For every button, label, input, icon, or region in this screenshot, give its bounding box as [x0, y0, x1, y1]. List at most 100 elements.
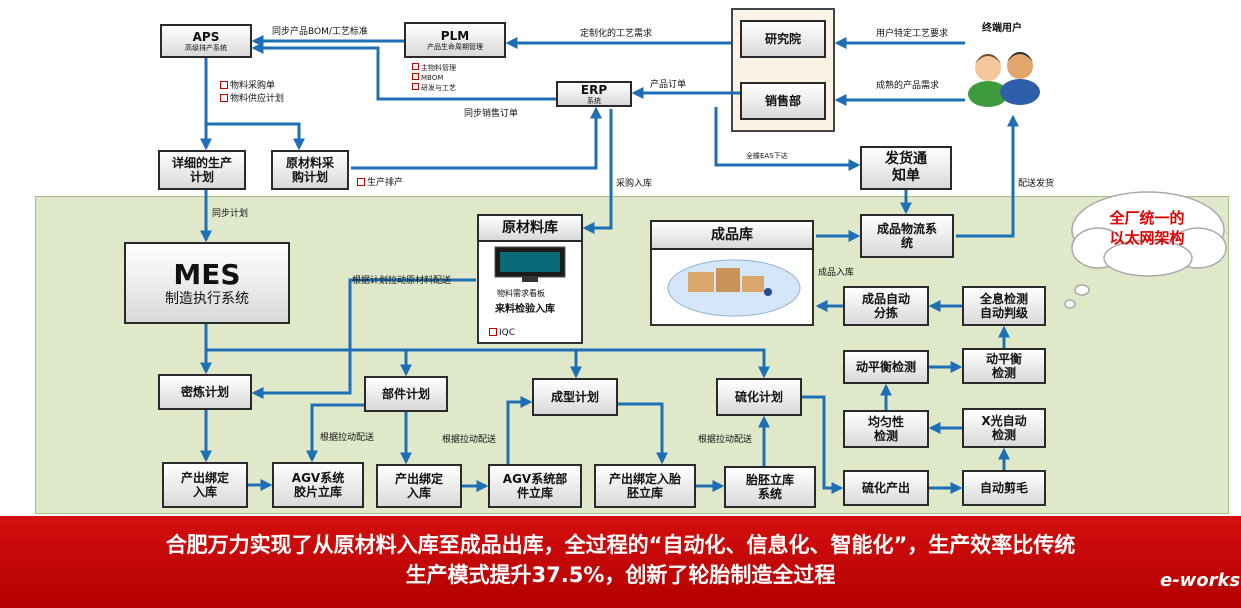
arrow-logistics-user: [956, 114, 1019, 238]
erp-box: ERP 系统: [556, 81, 632, 107]
label-user-process: 用户特定工艺要求: [876, 29, 949, 39]
delivery-notice-line: 知单: [892, 168, 920, 184]
raw-purchase-line: 购计划: [291, 170, 328, 184]
auto-trim-label: 自动剪毛: [979, 480, 1028, 495]
yanjiuyuan-box: 研究院: [740, 20, 826, 58]
agv-2-line: AGV系统部: [502, 471, 568, 486]
arrow-agv2-forming: [506, 396, 533, 464]
plm-item: 主物料管理: [412, 63, 456, 73]
iqc-label: IQC: [489, 328, 515, 338]
raw-purchase-line: 原材料采: [285, 155, 334, 170]
mes-sub: 制造执行系统: [165, 291, 249, 308]
raw-purchase-box: 原材料采 购计划: [271, 150, 349, 190]
out-bind-1-line: 产出绑定: [180, 470, 229, 485]
dyn-balance-line: 检测: [991, 366, 1016, 380]
label-product-order: 产品订单: [650, 80, 687, 90]
auto-sort-box: 成品自动 分拣: [843, 286, 929, 326]
arrow-aps-raw: [206, 122, 305, 151]
mes-box: MES 制造执行系统: [124, 242, 290, 324]
full-inspect-line: 自动判级: [979, 306, 1028, 320]
blank-store-line: 系统: [757, 487, 782, 501]
logistics-line: 统: [900, 236, 913, 250]
blank-store-line: 胎胚立库: [745, 472, 794, 487]
label-production-schedule: 生产排产: [357, 178, 403, 188]
xiaoshoubu-box: 销售部: [740, 82, 826, 120]
plm-box: PLM 产品生命周期管理: [404, 22, 506, 58]
arrow-forming-out3: [618, 402, 668, 465]
curing-plan-label: 硫化计划: [734, 389, 783, 404]
cure-output-box: 硫化产出: [843, 470, 929, 506]
logistics-box: 成品物流系 统: [860, 214, 954, 258]
raw-warehouse-title: 原材料库: [502, 219, 558, 236]
label-material-order: 物料采购单: [220, 81, 275, 91]
aps-sub: 高级排产系统: [185, 44, 227, 52]
label-purchase-in: 采购入库: [616, 179, 653, 189]
uniformity-line: 均匀性: [867, 414, 904, 429]
out-bind-3-line: 胚立库: [626, 486, 663, 500]
out-bind-3-line: 产出绑定入胎: [608, 471, 681, 486]
cloud-line: 全厂统一的: [1109, 209, 1185, 227]
blank-store-box: 胎胚立库 系统: [724, 466, 816, 508]
xiaoshoubu-label: 销售部: [764, 93, 801, 108]
delivery-notice-box: 发货通 知单: [860, 146, 952, 190]
plm-item: 研发与工艺: [412, 83, 456, 93]
dyn-balance-box: 动平衡 检测: [962, 348, 1046, 384]
auto-trim-box: 自动剪毛: [962, 470, 1046, 506]
warehouse-photo-icon: [667, 259, 801, 317]
arrow-rawhouse-mixing: [251, 278, 476, 399]
label-pull-2: 根据拉动配送: [442, 435, 497, 445]
label-finished-in: 成品入库: [818, 268, 855, 278]
cloud-callout: [1064, 191, 1227, 309]
label-pull-raw: 根据计划拉动原材料配送: [352, 276, 452, 286]
label-pull-1: 根据拉动配送: [320, 433, 375, 443]
out-bind-1-box: 产出绑定 入库: [162, 462, 248, 508]
plm-item: MBOM: [412, 73, 456, 83]
label-mature-demand: 成熟的产品需求: [876, 81, 940, 91]
agv-1-line: 胶片立库: [293, 485, 342, 499]
kanban-board-icon: [494, 246, 566, 282]
agv-2-line: 件立库: [516, 486, 553, 500]
xray-line: X光自动: [981, 413, 1027, 428]
kanban-label: 物料需求看板: [497, 289, 545, 298]
uniformity-line: 检测: [873, 429, 898, 443]
agv-1-box: AGV系统 胶片立库: [272, 462, 364, 508]
cure-output-label: 硫化产出: [861, 480, 910, 495]
label-delivery-ship: 配送发货: [1018, 179, 1055, 189]
arrow-erp-aps: [251, 42, 556, 101]
dyn-balance-test-box: 动平衡检测: [843, 350, 929, 384]
plm-item-list: 主物料管理 MBOM 研发与工艺: [412, 63, 456, 93]
detail-plan-line: 详细的生产: [171, 155, 232, 170]
agv-1-line: AGV系统: [291, 470, 345, 485]
parts-plan-label: 部件计划: [381, 386, 430, 401]
yanjiuyuan-label: 研究院: [764, 31, 801, 46]
full-inspect-line: 全息检测: [979, 291, 1028, 306]
end-user-label: 终端用户: [982, 23, 1022, 34]
detail-plan-line: 计划: [189, 170, 214, 184]
auto-sort-line: 分拣: [873, 306, 898, 320]
out-bind-1-line: 入库: [192, 485, 217, 499]
arrow-curing-cureout: [802, 395, 844, 494]
xray-box: X光自动 检测: [962, 408, 1046, 448]
label-custom-process: 定制化的工艺需求: [580, 29, 653, 39]
cloud-text: 全厂统一的 以太网架构: [1092, 208, 1202, 248]
label-sync-plan: 同步计划: [212, 209, 249, 219]
logistics-line: 成品物流系: [876, 221, 937, 236]
curing-plan-box: 硫化计划: [716, 378, 802, 416]
plm-sub: 产品生命周期管理: [427, 43, 483, 51]
delivery-notice-line: 发货通: [885, 151, 927, 168]
out-bind-2-line: 入库: [406, 486, 431, 500]
arrow-parts-agv1: [306, 403, 364, 463]
full-inspect-box: 全息检测 自动判级: [962, 286, 1046, 326]
mixing-plan-label: 密炼计划: [180, 384, 229, 399]
arrow-erp-rawhouse: [582, 109, 613, 234]
mixing-plan-box: 密炼计划: [158, 374, 252, 410]
xray-line: 检测: [991, 428, 1016, 442]
erp-title: ERP: [580, 82, 608, 97]
mes-title: MES: [173, 257, 241, 291]
dyn-balance-test-label: 动平衡检测: [855, 359, 916, 374]
banner-line: 生产模式提升37.5%，创新了轮胎制造全过程: [405, 563, 836, 587]
plm-title: PLM: [440, 28, 470, 43]
label-pull-3: 根据拉动配送: [698, 435, 753, 445]
